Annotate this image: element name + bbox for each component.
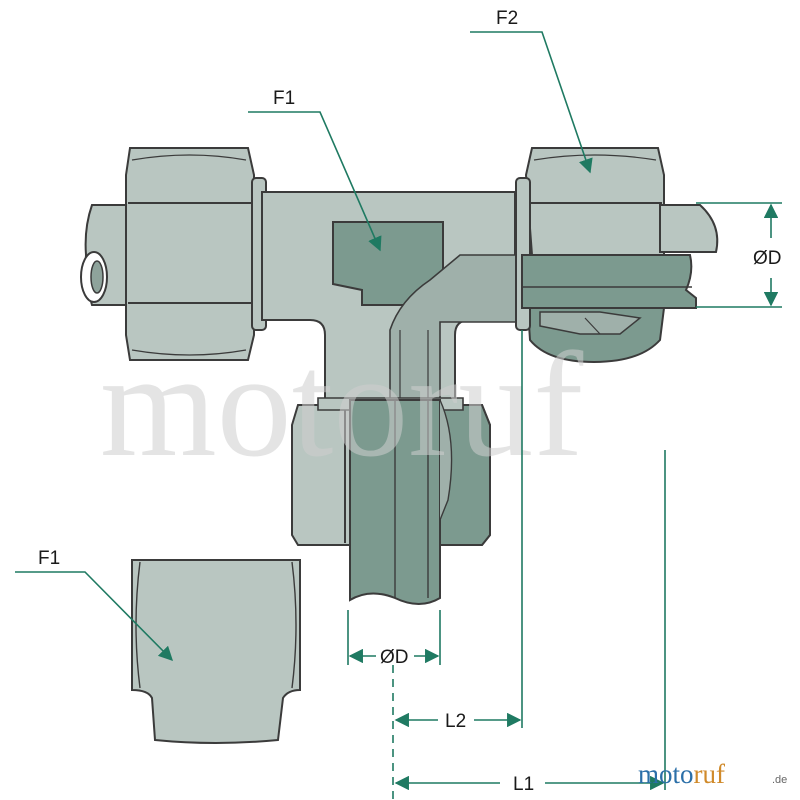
svg-text:motoruf: motoruf: [638, 759, 725, 789]
logo-part-1: moto: [638, 759, 694, 789]
left-tube-stub: [80, 204, 133, 306]
label-diameter-bottom: ØD: [380, 647, 409, 668]
right-cutting-ring: [539, 311, 642, 335]
body-detail-view: [131, 559, 301, 744]
label-f1-left: F1: [38, 548, 60, 569]
label-f1-top: F1: [273, 88, 295, 109]
logo-suffix: .de: [772, 774, 787, 786]
logo-part-2: ruf: [694, 759, 725, 789]
internal-bore: [389, 254, 526, 401]
left-nut: [125, 147, 255, 361]
label-l2: L2: [445, 711, 466, 732]
bottom-tube: [349, 399, 453, 605]
label-l1: L1: [513, 774, 534, 795]
watermark: motoruf: [100, 322, 583, 488]
dimension-lines: [347, 202, 782, 800]
brand-logo: motoruf .de: [638, 759, 787, 789]
label-f2-top: F2: [496, 8, 518, 29]
right-tube-section: [521, 204, 719, 309]
leader-lines: [15, 31, 593, 662]
label-diameter-right: ØD: [753, 248, 782, 269]
